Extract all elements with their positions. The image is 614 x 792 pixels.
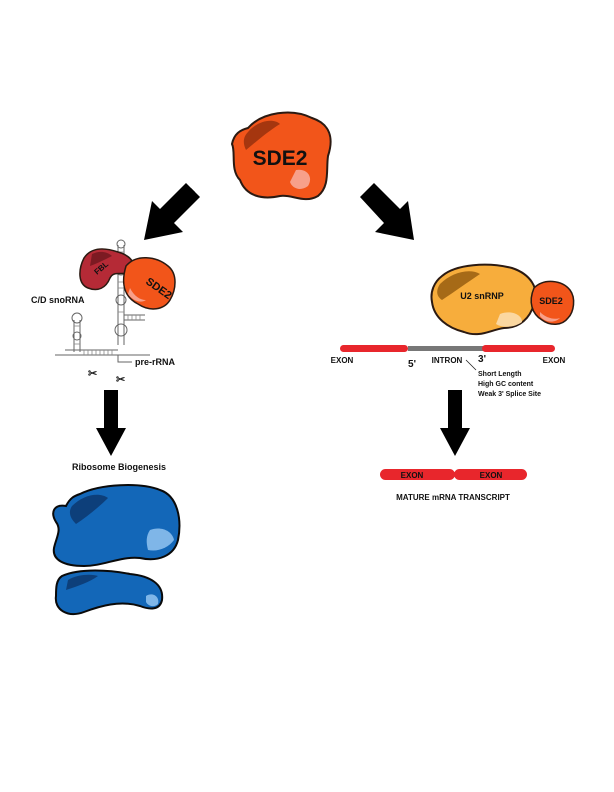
exon-left-label: EXON xyxy=(331,356,354,365)
prerna-label: pre-rRNA xyxy=(135,357,176,367)
arrow-right-diagonal xyxy=(360,183,414,240)
three-prime-label: 3' xyxy=(478,354,486,365)
arrow-right-down xyxy=(440,390,470,456)
left-sde2-highlight xyxy=(128,288,146,302)
u2-snrnp-protein: U2 snRNP xyxy=(430,263,537,336)
arrow-left-down xyxy=(96,390,126,456)
fbl-protein: FBL xyxy=(79,248,135,291)
snorna-structure xyxy=(55,239,150,363)
snorna-left-loop-2 xyxy=(72,331,82,341)
ribosome-large-shade xyxy=(69,494,108,524)
top-sde2-shade xyxy=(243,120,280,150)
intron-bar xyxy=(408,346,484,351)
mature-exon-label-1: EXON xyxy=(401,471,424,480)
prerna-leader xyxy=(117,355,130,363)
scissors-icon-2: ✂ xyxy=(116,374,125,386)
ribosome-large-subunit xyxy=(52,484,181,568)
left-sde2-protein: SDE2 xyxy=(122,257,176,310)
mature-exon-bar-2 xyxy=(454,469,527,480)
u2-highlight xyxy=(496,312,522,327)
exon-bar-right xyxy=(482,345,555,352)
arrow-left-diagonal-fill xyxy=(144,183,200,240)
ribosome-small-shade xyxy=(66,574,98,590)
snorna-label: C/D snoRNA xyxy=(31,295,85,305)
snorna-loop-3 xyxy=(114,323,128,337)
snorna-top-loop xyxy=(116,239,126,249)
ribosome xyxy=(52,484,181,615)
ribosome-small-highlight xyxy=(146,594,159,607)
u2-label: U2 snRNP xyxy=(460,291,504,301)
ribosome-biogenesis-label: Ribosome Biogenesis xyxy=(72,462,166,472)
snorna-loop-2 xyxy=(115,294,127,306)
intron-note-1: Short Length xyxy=(478,371,522,378)
right-sde2-highlight xyxy=(540,312,560,322)
exon-right-label: EXON xyxy=(543,356,566,365)
mature-exon-label-2: EXON xyxy=(480,471,503,480)
mature-exon-bar-1 xyxy=(380,469,455,480)
ribosome-large-highlight xyxy=(146,528,174,551)
top-sde2-protein: SDE2 xyxy=(230,111,332,201)
left-sde2-blob xyxy=(122,257,176,310)
right-sde2-label: SDE2 xyxy=(539,296,563,306)
intron-note-2: High GC content xyxy=(478,381,534,388)
right-sde2-blob xyxy=(530,280,575,325)
scissors-icon-1: ✂ xyxy=(88,368,97,380)
pre-mrna xyxy=(340,345,555,352)
top-sde2-highlight xyxy=(290,169,311,189)
five-prime-label: 5' xyxy=(408,359,416,370)
right-sde2-protein: SDE2 xyxy=(530,280,575,325)
exon-bar-left xyxy=(340,345,408,352)
u2-shade xyxy=(437,271,480,300)
top-sde2-label: SDE2 xyxy=(253,147,308,170)
ribosome-small-subunit xyxy=(54,569,164,615)
mature-mrna-label: MATURE mRNA TRANSCRIPT xyxy=(396,493,510,502)
mature-mrna xyxy=(380,469,527,480)
intron-label: INTRON xyxy=(432,356,463,365)
intron-note-3: Weak 3' Splice Site xyxy=(478,391,541,398)
fbl-shade xyxy=(90,251,112,266)
snorna-left-loop-1 xyxy=(71,312,83,324)
intron-note-pointer xyxy=(465,359,477,371)
